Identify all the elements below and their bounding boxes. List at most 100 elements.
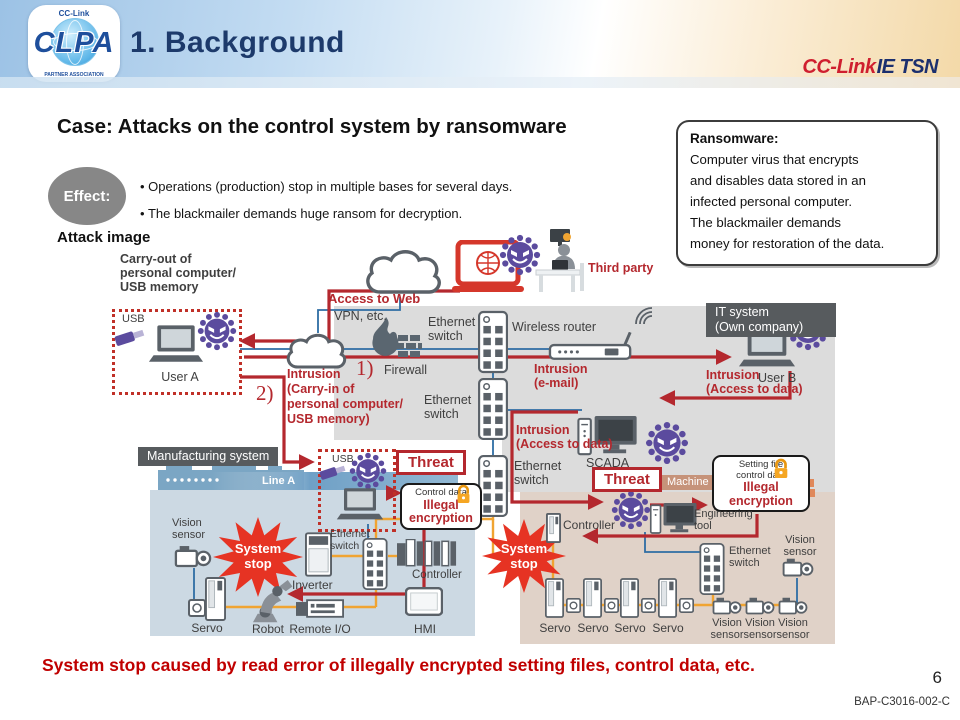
usb-stick-icon [114, 329, 145, 346]
note-line: Computer virus that encrypts [690, 152, 859, 167]
remote-io-icon [296, 599, 344, 618]
ethernet-switch-label: Ethernet switch [424, 393, 472, 421]
clpa-logo: CC-Link CLPA PARTNER ASSOCIATION [28, 5, 120, 82]
scada-computer-icon [577, 416, 637, 456]
conclusion-text: System stop caused by read error of ille… [42, 655, 755, 675]
vision-sensor-icon [174, 546, 212, 568]
carry-in-dotted-box [318, 449, 396, 532]
inverter-icon [305, 532, 332, 577]
scada-label: SCADA [586, 456, 630, 470]
access-to-web-label: Access to Web [328, 291, 421, 306]
controller-label: Controller [563, 518, 616, 532]
logo-arc-bottom: PARTNER ASSOCIATION [44, 72, 104, 78]
controller-label: Controller [412, 569, 462, 581]
vision-sensor-icon [745, 597, 775, 615]
engineering-tool-icon [649, 503, 697, 534]
vision-sensor-icon [712, 597, 742, 615]
setting-file-bubble: Setting file control data Illegal encryp… [712, 455, 810, 512]
engineering-tool-label: Engineering tool [694, 508, 753, 532]
wireless-router-label: Wireless router [512, 320, 597, 334]
effect-label: Effect: [48, 167, 126, 225]
firewall-icon [372, 317, 422, 357]
note-title: Ransomware: [690, 131, 779, 146]
usb-label: USB [122, 313, 145, 325]
servo-label: Servo [191, 621, 223, 635]
note-line: The blackmailer demands [690, 215, 841, 230]
logo-arc-top: CC-Link [58, 9, 90, 18]
servo-motor-icon [604, 598, 619, 613]
user-a-dotted-box [112, 309, 242, 395]
laptop-icon [336, 488, 384, 520]
lock-icon [774, 458, 788, 478]
virus-icon [349, 452, 387, 490]
ethernet-switch-label: Ethernet switch [514, 459, 562, 487]
bullet-item: Operations (production) stop in multiple… [140, 179, 680, 194]
intrusion-carry-in-label: Intrusion (Carry-in of personal computer… [287, 367, 403, 426]
servo-amp-icon [205, 577, 226, 621]
vision-sensor-label: Vision sensor [783, 534, 817, 558]
cloud-icon [366, 250, 441, 294]
vpn-label: VPN, etc. [334, 309, 387, 323]
lock-icon [457, 484, 470, 503]
it-system-tag: IT system (Own company) [706, 303, 836, 337]
inverter-label: Inverter [292, 578, 333, 592]
servo-amp-icon [545, 578, 564, 618]
wireless-router-icon [548, 332, 632, 360]
user-a-label: User A [161, 370, 199, 384]
logo-word: CLPA [33, 27, 115, 59]
third-party-label: Third party [588, 261, 654, 275]
note-line: and disables data stored in an [690, 173, 866, 188]
remote-io-label: Remote I/O [289, 622, 351, 636]
hmi-label: HMI [414, 622, 436, 636]
laptop-icon [148, 325, 204, 362]
virus-icon [197, 311, 237, 351]
threat-badge: Threat [396, 450, 466, 475]
ethernet-switch-icon [699, 543, 725, 595]
servo-motor-icon [679, 598, 694, 613]
intrusion-access-label: Intrusion (Access to data) [706, 368, 803, 396]
vision-sensor-icon [778, 597, 808, 615]
manufacturing-system-tag: Manufacturing system [138, 447, 279, 466]
intrusion-email-label: Intrusion (e-mail) [534, 362, 588, 390]
virus-icon [499, 234, 541, 276]
servo-motor-icon [641, 598, 656, 613]
vision-sensor-label: Vision sensor [172, 517, 206, 541]
brand-ie: IE [876, 56, 895, 78]
system-stop-label: System stop [234, 541, 282, 571]
case-title: Case: Attacks on the control system by r… [57, 115, 567, 138]
plc-controller-icon [397, 539, 457, 567]
brand-cclink: CC-Link [802, 56, 876, 78]
ethernet-switch-label: Ethernet switch [330, 528, 370, 552]
brand-tsn: TSN [899, 56, 939, 78]
servo-label: Servo [539, 621, 571, 635]
machine-b-tag: Machine B [658, 475, 728, 490]
ethernet-switch-icon [478, 378, 508, 440]
ransomware-note-box: Ransomware: Computer virus that encrypts… [676, 120, 938, 266]
ethernet-switch-icon [362, 538, 388, 590]
attack-image-label: Attack image [57, 229, 151, 246]
effect-bullets: Operations (production) stop in multiple… [140, 179, 680, 233]
servo-amp-icon [658, 578, 677, 618]
usb-stick-icon [319, 465, 346, 480]
globe-icon [51, 18, 99, 66]
document-number: BAP-C3016-002-C [854, 696, 950, 708]
page-number: 6 [932, 668, 942, 687]
hmi-icon [405, 587, 443, 616]
robot-label: Robot [251, 622, 285, 636]
header-banner: CC-Link CLPA PARTNER ASSOCIATION 1. Back… [0, 0, 960, 88]
vision-sensor-icon [782, 558, 814, 577]
user-b-label: User B [758, 371, 797, 385]
ethernet-switch-icon [478, 455, 508, 517]
vision-sensor-label: Vision sensor [776, 617, 810, 641]
third-party-person-icon [535, 229, 584, 292]
controller-icon [546, 513, 561, 543]
servo-label: Servo [577, 621, 609, 635]
note-line: money for restoration of the data. [690, 236, 885, 251]
system-stop-label: System stop [500, 541, 548, 571]
bullet-item: The blackmailer demands huge ransom for … [140, 206, 680, 221]
virus-icon [611, 490, 651, 530]
carry-out-label: Carry-out of personal computer/ USB memo… [120, 252, 236, 294]
page-title: 1. Background [130, 26, 345, 59]
